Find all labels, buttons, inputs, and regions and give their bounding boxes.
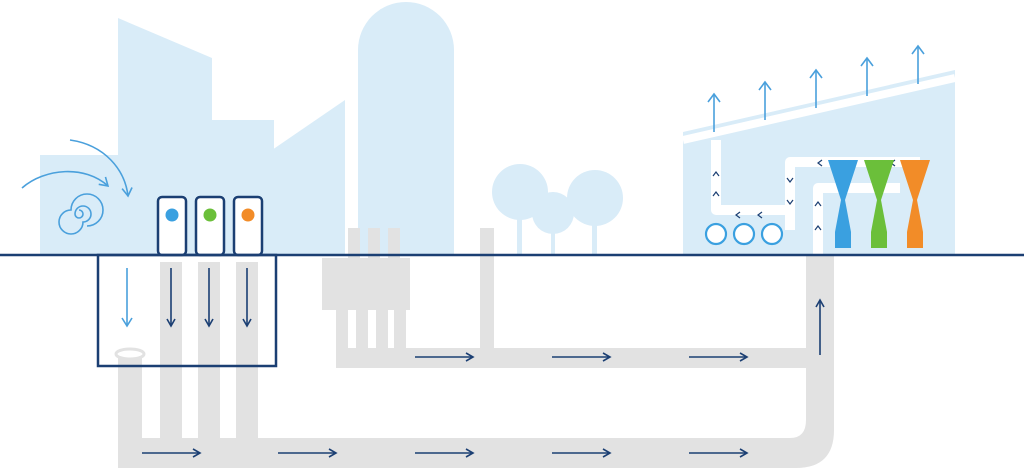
blue-bin [156, 195, 188, 257]
tree [532, 192, 574, 255]
blue-separator [828, 160, 858, 248]
inlet-opening [114, 347, 146, 361]
steam-up-arrow-icon [911, 44, 925, 84]
orange-separator [900, 160, 930, 248]
building-sloped-roof [272, 100, 345, 255]
building-small [40, 155, 120, 255]
bin-indicator-dot [203, 208, 217, 222]
steam-arrows [707, 44, 925, 132]
wind-swirl-icon [21, 139, 133, 235]
main-trunk-pipe [118, 330, 834, 468]
green-bin [194, 195, 226, 257]
steam-up-arrow-icon [758, 80, 772, 120]
green-separator [864, 160, 894, 248]
separators [828, 160, 930, 248]
building-slanted-tall [118, 18, 212, 255]
inlet-pipe [118, 355, 142, 445]
bin-pipe-green [198, 262, 220, 442]
orange-bin [232, 195, 264, 257]
flow-arrows [121, 268, 825, 458]
vent-pipe [480, 228, 494, 348]
secondary-line [336, 348, 806, 368]
bin-indicator-dot [241, 208, 255, 222]
bin-pipe-orange [236, 262, 258, 442]
steam-up-arrow-icon [860, 56, 874, 96]
plant-roof-stripe [682, 74, 956, 144]
waste-bins [156, 195, 264, 257]
bin-indicator-dot [165, 208, 179, 222]
underground-pipes [118, 228, 834, 468]
bin-pipe-blue [160, 262, 182, 442]
tree [567, 170, 623, 255]
steam-up-arrow-icon [707, 92, 721, 132]
conveyor-rollers [704, 222, 784, 246]
trees [492, 164, 623, 255]
silo-tower [358, 2, 454, 255]
steam-up-arrow-icon [809, 68, 823, 108]
